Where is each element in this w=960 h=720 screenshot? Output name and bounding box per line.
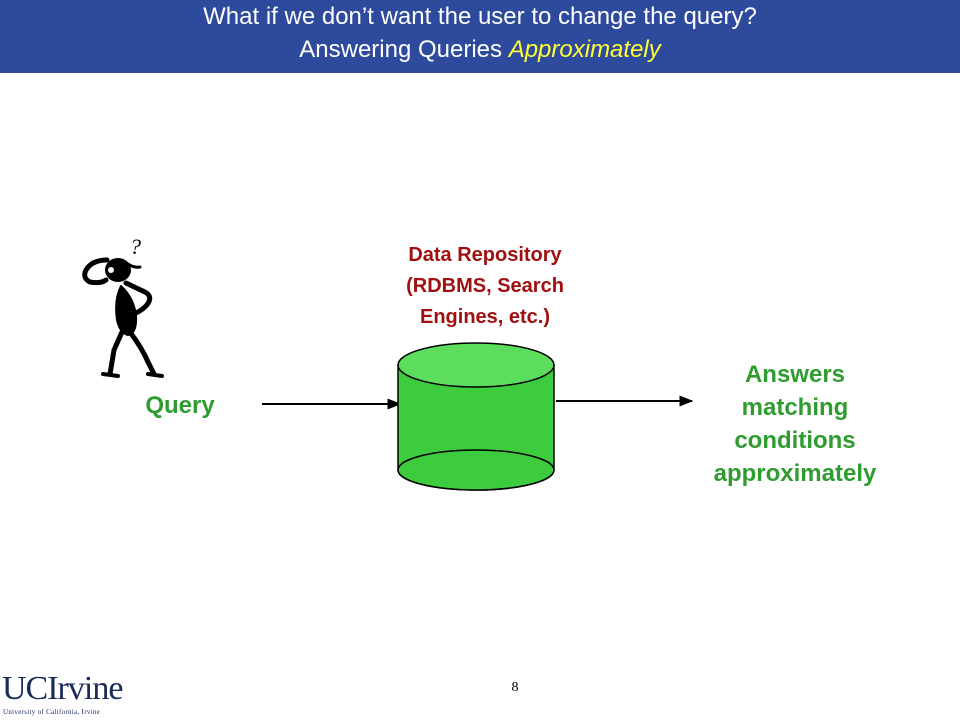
repository-label: Data Repository (RDBMS, Search Engines, … xyxy=(350,240,620,333)
answers-label-line-3: conditions xyxy=(734,427,856,454)
database-cylinder-icon xyxy=(397,342,555,491)
thinking-mark: ? xyxy=(130,234,141,259)
page-number: 8 xyxy=(511,680,519,695)
query-label: Query xyxy=(145,392,215,419)
logo-subtext: University of California, Irvine xyxy=(3,708,101,716)
university-logo: UCIrvine University of California, Irvin… xyxy=(2,672,142,718)
answers-label-line-4: approximately xyxy=(713,460,877,487)
title-line-1: What if we don’t want the user to change… xyxy=(203,3,757,30)
title-highlight: Approximately xyxy=(508,36,661,63)
repository-label-line-2: (RDBMS, Search xyxy=(406,275,564,297)
logo-text: UCIrvine xyxy=(2,670,123,707)
slide-title: What if we don’t want the user to change… xyxy=(0,0,960,73)
repository-label-line-3: Engines, etc.) xyxy=(419,306,551,328)
answers-label: Answers matching conditions approximatel… xyxy=(660,358,930,490)
repository-label-line-1: Data Repository xyxy=(408,244,562,266)
title-line-2: Answering Queries Approximately xyxy=(0,33,960,66)
answers-label-line-1: Answers xyxy=(744,361,846,388)
title-line-2-prefix: Answering Queries xyxy=(299,36,509,63)
answers-label-line-2: matching xyxy=(741,394,849,421)
confused-stick-figure-icon: ? xyxy=(82,234,164,378)
